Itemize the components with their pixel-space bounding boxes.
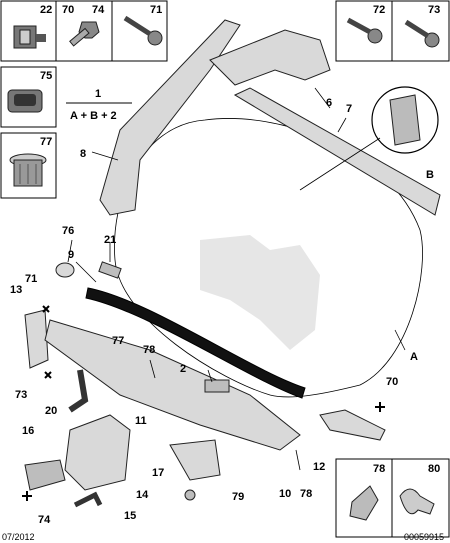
callout-9: 9 [68, 249, 74, 261]
grommet-76 [55, 262, 75, 278]
callout-8: 8 [80, 148, 86, 160]
inset-box-78: 78 [335, 458, 393, 538]
clip-22-icon [13, 25, 46, 49]
inset-label-72: 72 [373, 4, 385, 16]
leader-lines [67, 87, 406, 471]
cowl-seal-9 [85, 287, 306, 399]
inset-label-73: 73 [428, 4, 440, 16]
inset-label-22: 22 [40, 4, 52, 16]
bolt-70-icon [69, 21, 100, 47]
inset-label-80: 80 [428, 463, 440, 475]
assembly-legend: 1 A + B + 2 [66, 88, 132, 122]
screw-72-icon [346, 17, 383, 44]
grommet-75-icon [7, 89, 43, 113]
screw-79 [184, 489, 196, 501]
callout-6: 6 [326, 97, 332, 109]
bracket-12 [319, 409, 386, 441]
scuttle-panel-11 [44, 319, 301, 451]
inset-label-78: 78 [373, 463, 385, 475]
callout-A: A [410, 351, 418, 363]
footer-ref: 00059915 [404, 532, 444, 542]
inset-label-74: 74 [92, 4, 105, 16]
roof-rail-7 [233, 87, 441, 216]
footer-date: 07/2012 [2, 532, 35, 542]
callout-70: 70 [386, 376, 398, 388]
cover-16 [24, 459, 66, 491]
callout-71: 71 [25, 273, 37, 285]
bracket-6 [209, 29, 331, 86]
screw-71-icon [123, 15, 163, 46]
clip-2 [204, 379, 230, 393]
inset-label-71: 71 [150, 4, 162, 16]
screw-73-icon [404, 19, 440, 48]
callout-21: 21 [104, 234, 116, 246]
windscreen-shading [200, 235, 320, 350]
callout-77: 77 [112, 335, 124, 347]
elbow-15 [73, 491, 103, 508]
legend-number: 1 [95, 88, 101, 100]
callout-labels: 6 7 8 B 76 21 9 71 13 77 78 2 A 70 73 20… [10, 97, 434, 526]
callout-13: 13 [10, 284, 22, 296]
inset-box-73: 73 [391, 0, 450, 62]
inset-label-75: 75 [40, 70, 52, 82]
callout-20: 20 [45, 405, 57, 417]
callout-12: 12 [313, 461, 325, 473]
callout-17: 17 [152, 467, 164, 479]
clip-78-icon [349, 485, 379, 521]
callout-10: 10 [279, 488, 291, 500]
clip-80-icon [399, 488, 435, 515]
inset-label-77: 77 [40, 136, 52, 148]
callout-16: 16 [22, 425, 34, 437]
inset-label-70: 70 [62, 4, 74, 16]
callout-74: 74 [38, 514, 51, 526]
callout-73: 73 [15, 389, 27, 401]
callout-7: 7 [346, 103, 352, 115]
a-pillar-trim-8 [99, 19, 241, 216]
fastener-markers [22, 305, 385, 501]
inset-box-70-74: 70 74 [55, 0, 113, 62]
callout-15: 15 [124, 510, 136, 522]
clip-77-icon [9, 153, 47, 187]
callout-76: 76 [62, 225, 74, 237]
callout-2: 2 [180, 363, 186, 375]
callout-14: 14 [136, 489, 149, 501]
callout-78-lower: 78 [300, 488, 312, 500]
hose-20 [68, 369, 89, 413]
inset-box-77: 77 [0, 132, 57, 199]
bracket-17 [169, 439, 221, 481]
pad-21 [98, 261, 122, 279]
legend-formula: A + B + 2 [70, 110, 117, 122]
end-cap-13 [24, 309, 49, 369]
inset-box-72: 72 [335, 0, 393, 62]
callout-78-upper: 78 [143, 344, 155, 356]
inset-box-80: 80 [391, 458, 450, 538]
air-duct-14 [64, 414, 131, 491]
inset-box-75: 75 [0, 66, 57, 128]
callout-B: B [426, 169, 434, 181]
inset-box-71: 71 [111, 0, 168, 62]
inset-box-22: 22 [0, 0, 57, 62]
detail-B-magnifier [299, 86, 439, 191]
callout-11: 11 [135, 415, 147, 427]
callout-79: 79 [232, 491, 244, 503]
